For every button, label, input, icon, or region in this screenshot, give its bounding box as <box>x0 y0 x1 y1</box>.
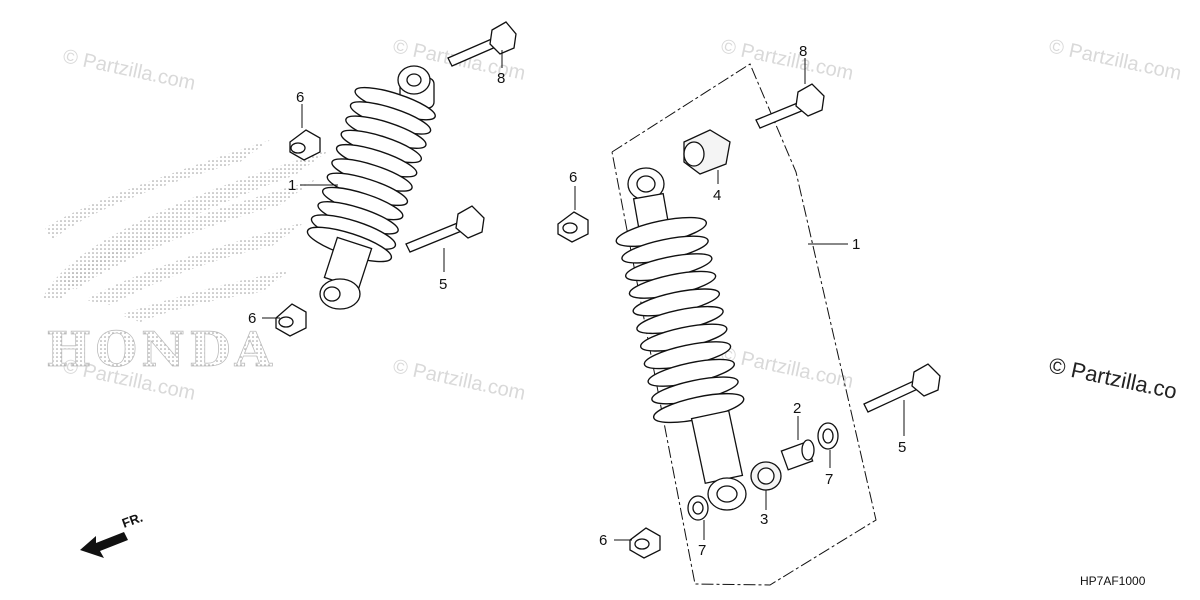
right-flange-nut-top <box>557 211 589 243</box>
watermark: © Partzilla.com <box>719 343 855 393</box>
callout-3: 3 <box>760 511 768 528</box>
callout-4: 4 <box>713 187 721 204</box>
left-shock-assembly <box>306 65 436 310</box>
right-bolt-top <box>755 83 825 129</box>
callout-2: 2 <box>793 400 801 417</box>
right-callouts: 8 4 6 1 2 3 7 7 5 6 <box>569 43 906 559</box>
callout-5: 5 <box>439 276 447 293</box>
callout-7: 7 <box>825 471 833 488</box>
left-bolt-top <box>447 21 517 67</box>
callout-6: 6 <box>248 310 256 327</box>
honda-wordmark: HONDA <box>46 322 276 378</box>
front-direction-arrow: FR. <box>80 510 145 558</box>
callout-7: 7 <box>698 542 706 559</box>
right-collar <box>780 439 815 471</box>
right-bearing <box>750 461 782 491</box>
honda-wing-logo: HONDA <box>42 140 330 378</box>
right-bushing-top <box>683 129 731 175</box>
watermark: © Partzilla.com <box>719 35 855 85</box>
right-shock-assembly <box>615 167 747 511</box>
right-shock-spring <box>615 216 745 424</box>
front-arrow-label: FR. <box>120 510 145 531</box>
right-bolt-bottom <box>863 363 941 413</box>
callout-1: 1 <box>852 236 860 253</box>
right-flange-nut-bottom <box>629 527 661 559</box>
left-flange-nut-top <box>289 129 321 161</box>
left-callouts: 6 1 6 8 5 <box>248 50 505 327</box>
callout-6: 6 <box>296 89 304 106</box>
watermark: © Partzilla.com <box>61 45 197 95</box>
callout-6: 6 <box>569 169 577 186</box>
callout-6: 6 <box>599 532 607 549</box>
callout-8: 8 <box>497 70 505 87</box>
diagram-code: HP7AF1000 <box>1080 574 1146 588</box>
watermark-prominent: © Partzilla.co <box>1047 352 1179 403</box>
left-bolt-mid <box>405 205 485 253</box>
exploded-view-boundary <box>611 63 877 586</box>
callout-8: 8 <box>799 43 807 60</box>
right-dust-seal-left <box>687 495 709 521</box>
left-flange-nut-bottom <box>275 303 307 337</box>
watermark: © Partzilla.com <box>391 355 527 405</box>
callout-1: 1 <box>288 177 296 194</box>
right-dust-seal-right <box>817 422 839 450</box>
watermark: © Partzilla.com <box>1047 35 1183 85</box>
callout-5: 5 <box>898 439 906 456</box>
